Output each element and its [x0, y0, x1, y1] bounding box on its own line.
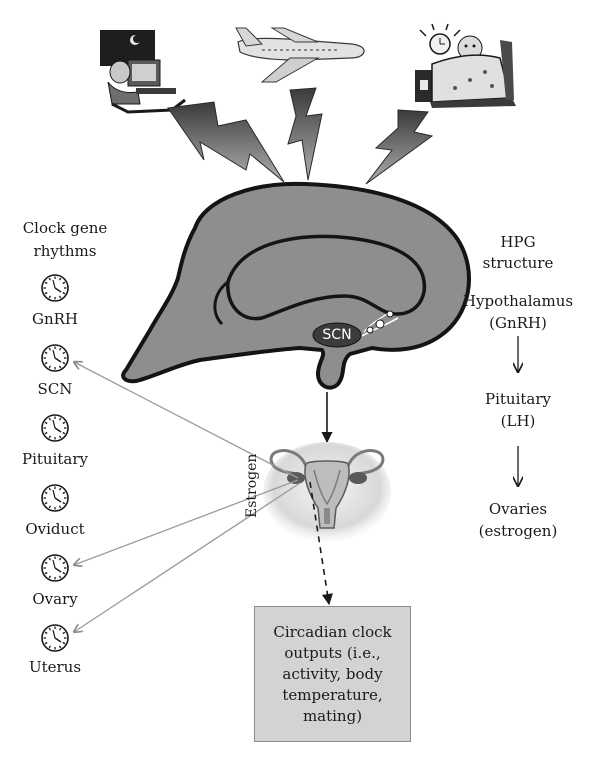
outputs-line-3: activity, body [282, 664, 383, 683]
clock-icon [41, 484, 69, 512]
right-panel-title-line2: structure [482, 254, 554, 272]
estrogen-arrow-ovary [74, 479, 299, 565]
tissue-label-uterus: Uterus [28, 658, 82, 676]
scn-nucleus [312, 322, 362, 348]
airplane-icon [235, 27, 365, 83]
lightning-bolt-right [365, 109, 434, 185]
circadian-outputs-box: Circadian clock outputs (i.e., activity,… [254, 606, 411, 742]
estrogen-arrow-scn [74, 362, 299, 479]
scn-label: SCN [322, 327, 352, 343]
bed-alarm-clock-icon [415, 23, 516, 108]
outputs-line-5: mating) [302, 706, 363, 725]
hpg-hormone-gnrh: (GnRH) [489, 314, 547, 332]
clock-icon [41, 624, 69, 652]
tissue-label-ovary: Ovary [32, 590, 78, 608]
brain-inner-fold [213, 280, 229, 326]
outputs-line-2: outputs (i.e., [284, 643, 381, 662]
brain-silhouette [121, 181, 471, 390]
tissue-label-oviduct: Oviduct [25, 520, 85, 538]
hpg-level-ovaries: Ovaries [488, 500, 548, 518]
estrogen-label: Estrogen [244, 453, 260, 518]
lightning-bolt-left [167, 101, 285, 183]
scn-neurons [361, 310, 399, 337]
clock-icon [41, 414, 69, 442]
person-at-computer-night-icon [100, 30, 186, 114]
clock-icon [41, 274, 69, 302]
clock-icon [41, 554, 69, 582]
clock-icon-column [41, 274, 69, 652]
right-panel-title-line1: HPG [500, 233, 536, 251]
lightning-bolt-center [287, 87, 323, 181]
corpus-callosum [226, 234, 427, 321]
left-panel-title-line1: Clock gene [22, 219, 108, 237]
left-panel-title-line2: rhythms [33, 242, 97, 260]
uterus-illustration [263, 442, 391, 542]
tissue-label-gnrh: GnRH [31, 310, 79, 328]
hpg-hormone-estrogen: (estrogen) [478, 522, 558, 540]
hpg-level-hypothalamus: Hypothalamus [462, 292, 574, 310]
hpg-level-pituitary: Pituitary [485, 390, 551, 408]
uterus-to-outputs-arrow [309, 481, 333, 606]
estrogen-arrow-uterus [74, 482, 301, 632]
hpg-hormone-lh: (LH) [500, 412, 536, 430]
outputs-line-4: temperature, [282, 685, 383, 704]
tissue-label-pituitary: Pituitary [22, 450, 88, 468]
clock-icon [41, 344, 69, 372]
tissue-label-scn: SCN [37, 380, 73, 398]
outputs-line-1: Circadian clock [273, 622, 392, 641]
